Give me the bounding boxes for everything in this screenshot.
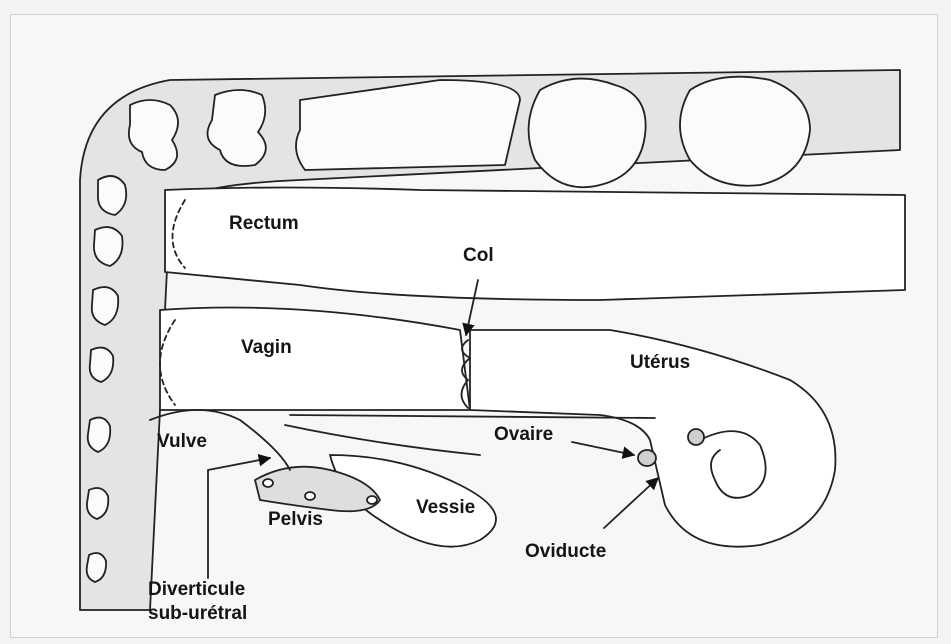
diverticule-label-line1: Diverticule bbox=[148, 580, 245, 599]
oviducte-arrow bbox=[604, 478, 658, 528]
urethra-lower bbox=[285, 425, 480, 455]
pelvis-label: Pelvis bbox=[268, 510, 323, 529]
vagin-label: Vagin bbox=[241, 338, 292, 357]
caudal-vertebra bbox=[87, 488, 108, 519]
caudal-vertebra bbox=[94, 227, 123, 266]
ovary bbox=[638, 450, 656, 466]
oviducte-label: Oviducte bbox=[525, 542, 606, 561]
vertebra bbox=[529, 79, 646, 188]
pelvis-hole bbox=[263, 479, 273, 487]
pelvis-hole bbox=[305, 492, 315, 500]
caudal-vertebra bbox=[98, 176, 126, 215]
pelvis-hole bbox=[367, 496, 377, 504]
vagina-outline bbox=[160, 308, 470, 411]
ovary bbox=[688, 429, 704, 445]
rectum-outline bbox=[165, 188, 905, 301]
diverticule-label-line2: sub-urétral bbox=[148, 604, 247, 623]
col-label: Col bbox=[463, 246, 494, 265]
vulve-label: Vulve bbox=[157, 432, 207, 451]
vessie-label: Vessie bbox=[416, 498, 475, 517]
rectum-label: Rectum bbox=[229, 214, 299, 233]
vertebra bbox=[680, 77, 810, 186]
uterus-label: Utérus bbox=[630, 353, 690, 372]
ovaire-arrow bbox=[572, 442, 634, 455]
ovaire-label: Ovaire bbox=[494, 425, 553, 444]
